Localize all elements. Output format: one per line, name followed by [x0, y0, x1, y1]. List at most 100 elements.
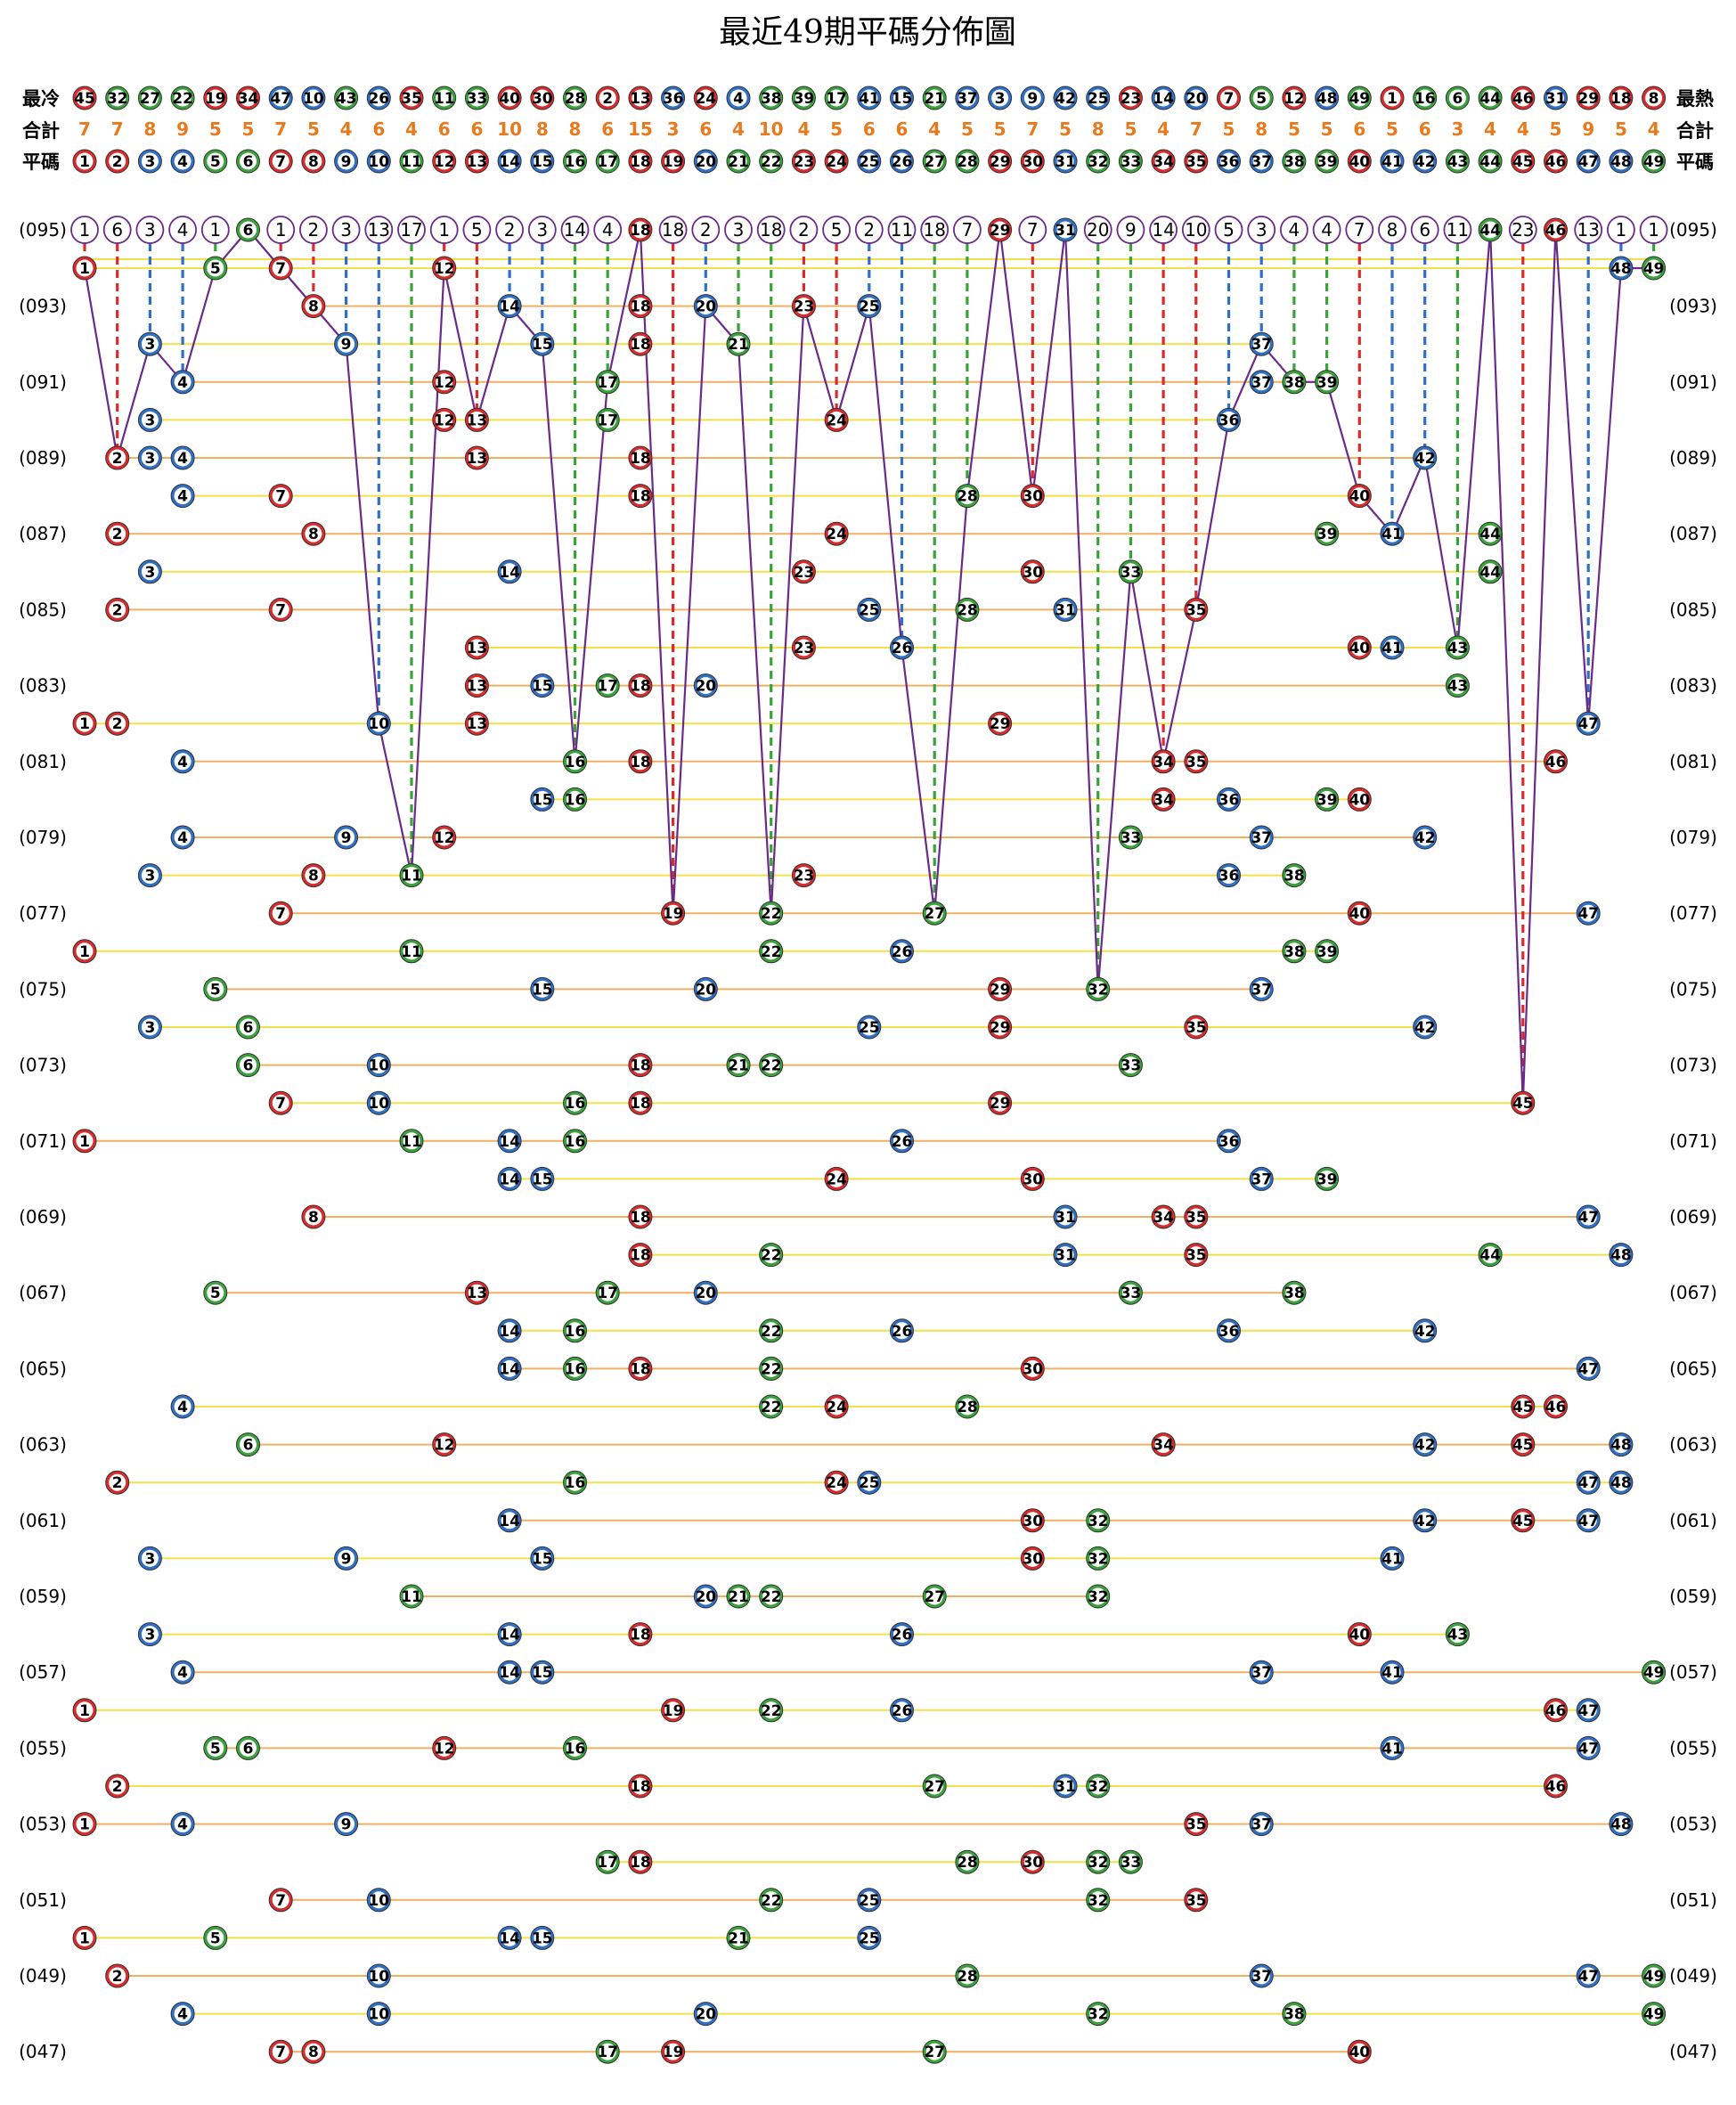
period-12-ball-1-label: 1 — [79, 715, 90, 733]
rank-ball-2: 32 — [105, 86, 130, 110]
period-43-ball-35-label: 35 — [1186, 1892, 1207, 1910]
total-count-40: 6 — [1353, 118, 1365, 140]
period-31-ball-48-label: 48 — [1610, 1437, 1632, 1455]
period-23-ball-36-inner — [1220, 1132, 1237, 1150]
period-35-ball-11-inner — [403, 1587, 420, 1605]
period-40-ball-2-inner — [109, 1777, 126, 1795]
number-ball-47-label: 47 — [1577, 153, 1599, 171]
period-label-left: (067) — [19, 1282, 67, 1303]
period-45-ball-37: 37 — [1249, 1963, 1274, 1988]
period-31-ball-34: 34 — [1151, 1432, 1176, 1457]
number-ball-34: 34 — [1151, 149, 1176, 174]
period-44-ball-1-inner — [76, 1929, 94, 1946]
period-46-ball-10-label: 10 — [368, 2006, 389, 2024]
period-33-ball-47-label: 47 — [1577, 1513, 1599, 1530]
period-33-ball-32-inner — [1089, 1512, 1107, 1530]
period-47-ball-7-inner — [272, 2043, 289, 2060]
period-label-left: (079) — [19, 827, 67, 848]
period-35-ball-32-inner — [1089, 1587, 1107, 1605]
period-37-ball-14-label: 14 — [499, 1664, 520, 1682]
period-43-ball-35: 35 — [1184, 1888, 1209, 1913]
period-25-ball-31-label: 31 — [1055, 1209, 1076, 1227]
period-14-ball-16-inner — [566, 790, 583, 808]
rank-ball-33: 23 — [1118, 86, 1143, 110]
number-ball-31-label: 31 — [1055, 153, 1076, 171]
total-count-38: 5 — [1288, 118, 1300, 140]
current-gap-43-circle — [1443, 216, 1472, 244]
total-count-42: 6 — [1419, 118, 1431, 140]
period-13-ball-46-inner — [1547, 753, 1564, 771]
period-12-ball-29: 29 — [988, 711, 1013, 736]
period-8-ball-3-inner — [141, 563, 159, 581]
current-gap-48-label: 1 — [1616, 219, 1627, 241]
rank-ball-21-inner — [729, 89, 747, 107]
period-0-ball-12: 12 — [432, 256, 457, 281]
period-32-ball-25: 25 — [857, 1470, 882, 1495]
period-8-ball-23: 23 — [791, 559, 816, 584]
rank-ball-1-inner — [76, 89, 94, 107]
period-36-ball-26-label: 26 — [892, 1627, 913, 1644]
rank-ball-36-inner — [1220, 89, 1237, 107]
period-25-ball-34: 34 — [1151, 1204, 1176, 1229]
current-gap-49-circle — [1639, 216, 1668, 244]
period-35-ball-21-label: 21 — [728, 1588, 749, 1606]
period-22-ball-7-label: 7 — [275, 1095, 286, 1113]
period-39-ball-6-label: 6 — [243, 1740, 254, 1758]
period-11-ball-20-inner — [697, 677, 714, 695]
current-gap-14-circle — [495, 216, 524, 244]
period-14-ball-36-label: 36 — [1218, 791, 1240, 809]
period-16-ball-3-inner — [141, 867, 159, 885]
period-10-ball-26: 26 — [890, 635, 914, 660]
period-4-ball-13-inner — [468, 411, 485, 428]
period-14-ball-40-inner — [1350, 790, 1368, 808]
number-ball-24-inner — [827, 152, 845, 170]
number-ball-38: 38 — [1282, 149, 1307, 174]
current-drawn-44-label: 44 — [1479, 222, 1501, 240]
number-ball-15-inner — [534, 152, 551, 170]
period-5-ball-4: 4 — [170, 445, 195, 470]
period-13-ball-4-inner — [174, 753, 192, 771]
period-30-ball-22-inner — [762, 1398, 780, 1416]
period-47-ball-27-inner — [925, 2043, 943, 2060]
period-22-ball-10-inner — [370, 1094, 387, 1112]
period-18-ball-39: 39 — [1315, 939, 1340, 964]
number-ball-13-label: 13 — [467, 153, 488, 171]
period-10-ball-40-inner — [1350, 639, 1368, 657]
current-gap-23-label: 2 — [798, 219, 810, 241]
period-0-ball-48: 48 — [1609, 256, 1634, 281]
period-9-ball-25: 25 — [857, 597, 882, 622]
period-40-ball-31-label: 31 — [1055, 1778, 1076, 1796]
period-36-ball-14-label: 14 — [499, 1627, 520, 1644]
period-29-ball-47-label: 47 — [1577, 1360, 1599, 1378]
number-ball-4-inner — [174, 152, 192, 170]
rank-ball-43: 6 — [1445, 86, 1470, 110]
period-12-ball-47: 47 — [1576, 711, 1601, 736]
rank-ball-27-label: 21 — [924, 90, 945, 108]
period-31-ball-12-label: 12 — [434, 1437, 455, 1455]
current-gap-36-circle — [1214, 216, 1243, 244]
total-count-7: 7 — [274, 118, 287, 140]
period-43-ball-7: 7 — [268, 1888, 293, 1913]
period-13-ball-46-label: 46 — [1545, 754, 1567, 771]
period-30-ball-4: 4 — [170, 1394, 195, 1419]
period-28-ball-16-inner — [566, 1322, 583, 1340]
period-7-ball-24-label: 24 — [826, 526, 847, 543]
rank-ball-3: 27 — [137, 86, 162, 110]
period-label-right: (075) — [1669, 978, 1717, 999]
period-37-ball-15: 15 — [530, 1660, 555, 1685]
rank-ball-25-inner — [860, 89, 878, 107]
period-31-ball-12-inner — [436, 1436, 453, 1454]
period-25-ball-47-inner — [1579, 1208, 1597, 1226]
period-47-ball-17-inner — [599, 2043, 616, 2060]
period-label-left: (095) — [19, 219, 67, 241]
total-count-47: 9 — [1582, 118, 1594, 140]
current-drawn-18-label: 18 — [630, 222, 651, 240]
period-4-ball-3-inner — [141, 411, 159, 428]
rank-ball-1-label: 45 — [74, 90, 95, 108]
period-10-ball-40: 40 — [1347, 635, 1372, 660]
number-ball-21-inner — [729, 152, 747, 170]
current-gap-26-circle — [887, 216, 917, 244]
period-9-ball-28-label: 28 — [957, 601, 978, 619]
period-6-ball-28-label: 28 — [957, 488, 978, 506]
